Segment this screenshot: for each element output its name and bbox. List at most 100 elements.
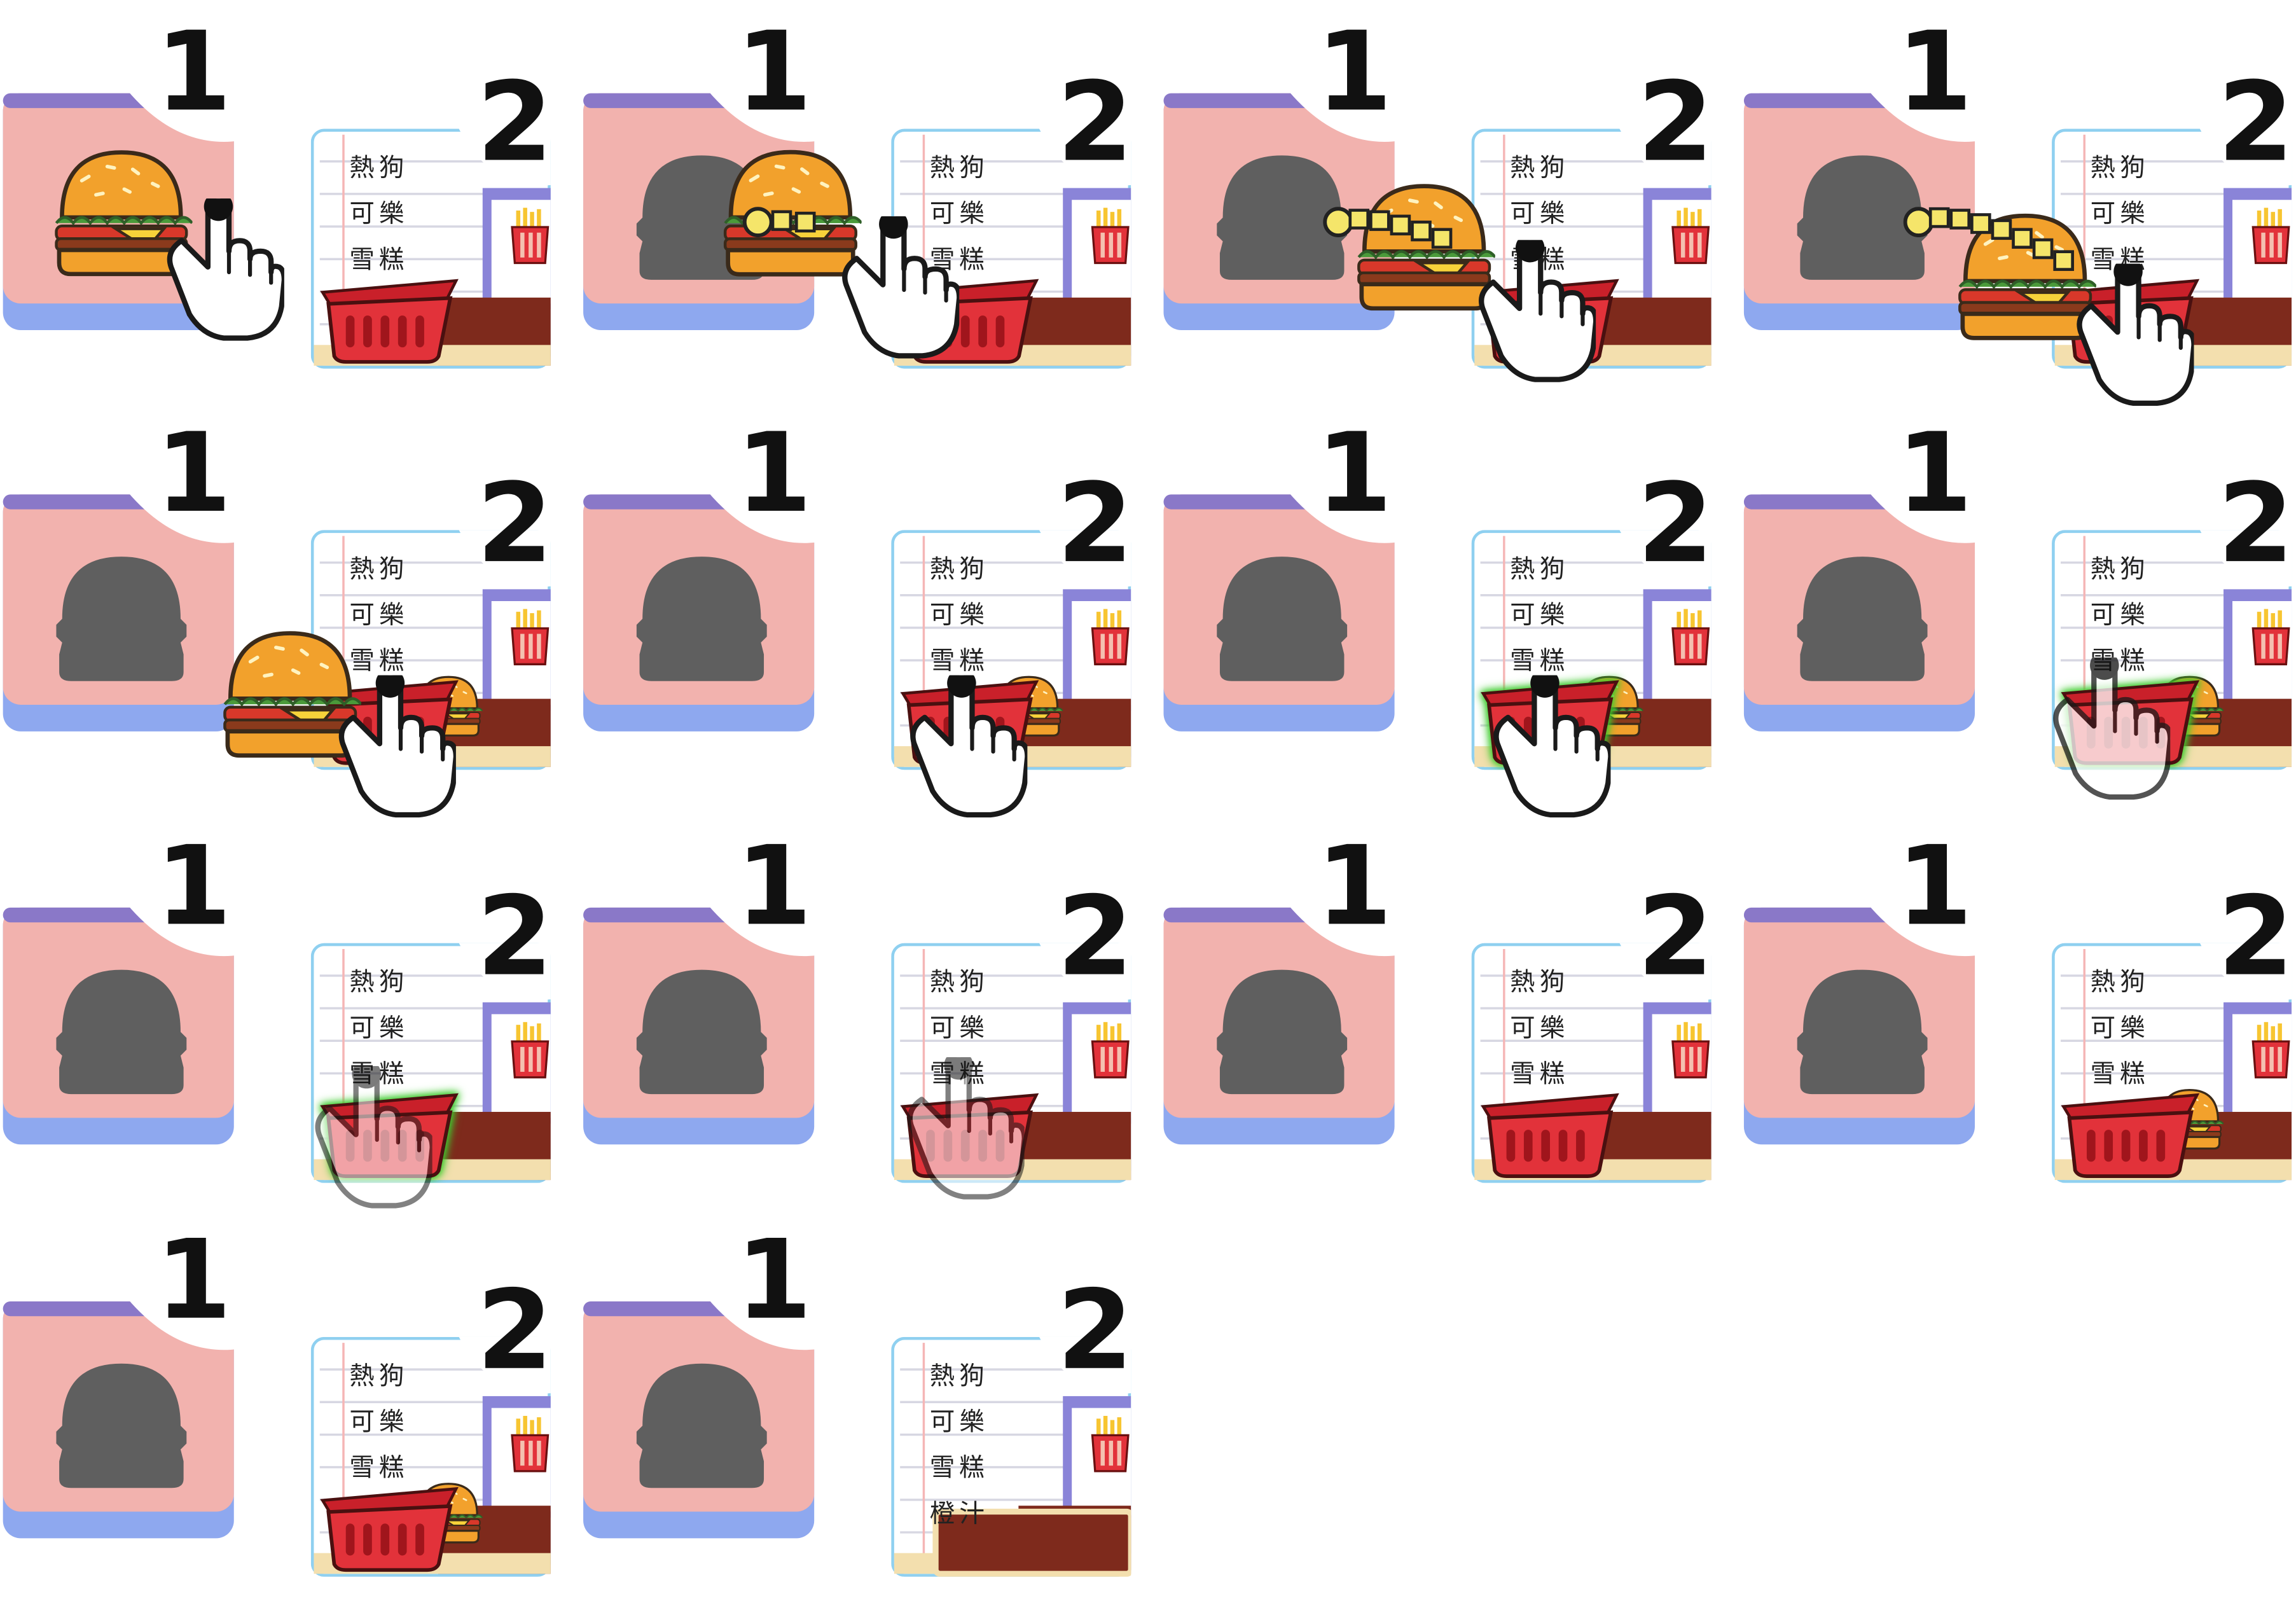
menu-item-text: 雪糕 <box>349 647 409 677</box>
card-1-panel <box>583 491 820 731</box>
gesture-overlay <box>1741 814 2296 1214</box>
card-1-panel <box>1163 491 1400 731</box>
drag-guide-dot <box>2012 228 2033 249</box>
menu-item-text: 熱狗 <box>349 968 409 998</box>
gesture-overlay <box>0 401 580 801</box>
card-2-number-label: 2 <box>1056 59 1133 187</box>
pointing-hand-icon <box>1492 675 1610 820</box>
card-1-number-label: 1 <box>735 410 812 537</box>
card-2-panel <box>1471 943 1712 1183</box>
menu-item-text: 雪糕 <box>2090 1060 2150 1090</box>
pointing-hand-icon <box>841 216 959 361</box>
card-2-number-label: 2 <box>1056 873 1133 1001</box>
pointing-hand-icon <box>314 1066 432 1211</box>
drag-guide-dot <box>1991 219 2012 240</box>
drag-guide-dot <box>1970 213 1991 234</box>
drag-start-dot <box>1323 207 1354 237</box>
menu-item-text: 雪糕 <box>929 1453 989 1484</box>
drag-guide-dot <box>2032 238 2054 260</box>
gesture-overlay <box>1323 0 1741 399</box>
menu-item-text: 可樂 <box>929 1014 989 1044</box>
menu-item-text: 熱狗 <box>349 154 409 184</box>
gesture-overlay <box>1161 401 1741 801</box>
gesture-overlay <box>1741 401 2296 801</box>
menu-item-text: 可樂 <box>1510 601 1570 631</box>
card-1-number-label: 1 <box>735 823 812 951</box>
card-1-number-label: 1 <box>1316 8 1393 137</box>
menu-item-text: 可樂 <box>929 200 989 230</box>
menu-item-text: 可樂 <box>2090 601 2150 631</box>
card-1-panel <box>1743 904 1981 1145</box>
drag-start-dot <box>1903 207 1934 237</box>
drag-start-dot <box>742 207 773 237</box>
gesture-overlay <box>0 1208 580 1607</box>
menu-item-text: 可樂 <box>349 1014 409 1044</box>
menu-item-text: 可樂 <box>929 601 989 631</box>
menu-item-text: 熱狗 <box>2090 968 2150 998</box>
menu-item-text: 可樂 <box>929 1408 989 1438</box>
gesture-overlay <box>0 814 580 1214</box>
menu-item-text: 熱狗 <box>2090 555 2150 585</box>
card-1-number-label: 1 <box>1896 823 1973 951</box>
card-1-number-label: 1 <box>155 8 232 137</box>
drag-guide-dot <box>771 210 792 232</box>
menu-item-text: 熱狗 <box>2090 154 2150 184</box>
pointing-hand-icon <box>906 1057 1024 1202</box>
menu-item-text: 雪糕 <box>349 246 409 275</box>
card-1-number-label: 1 <box>155 1217 232 1345</box>
drag-guide-dot <box>1390 214 1411 236</box>
menu-item-text: 橙汁 <box>929 1499 989 1530</box>
card-2-number-label: 2 <box>2217 59 2294 187</box>
card-2-number-label: 2 <box>1637 59 1714 187</box>
card-1-panel <box>1163 904 1400 1145</box>
card-1-number-label: 1 <box>155 410 232 537</box>
dragged-hamburger-icon[interactable] <box>1359 186 1495 308</box>
drag-guide-dot <box>1928 207 1950 228</box>
card-2-panel <box>2052 943 2292 1183</box>
card-2-panel <box>310 1336 551 1577</box>
card-2-number-label: 2 <box>476 873 553 1001</box>
gesture-overlay <box>580 401 1160 801</box>
card-2-number-label: 2 <box>1056 460 1133 588</box>
drag-guide-dot <box>1949 209 1971 230</box>
card-1-panel <box>1163 90 1400 331</box>
pointing-hand-icon <box>166 198 284 343</box>
card-1-panel <box>1743 90 1981 331</box>
card-2-number-label: 2 <box>2217 460 2294 588</box>
gesture-overlay <box>580 0 1160 399</box>
card-2-panel <box>310 128 551 369</box>
menu-item-text: 可樂 <box>2090 1014 2150 1044</box>
gesture-overlay <box>0 0 580 399</box>
card-1-number-label: 1 <box>1896 8 1973 137</box>
menu-item-text: 可樂 <box>349 1408 409 1438</box>
card-2-number-label: 2 <box>1637 873 1714 1001</box>
drag-guide-dot <box>1348 209 1370 230</box>
menu-item-text: 可樂 <box>349 601 409 631</box>
gesture-overlay <box>1161 814 1741 1214</box>
gesture-overlay <box>1903 207 2296 399</box>
card-1-panel <box>3 1298 240 1539</box>
drag-guide-dot <box>2053 250 2074 271</box>
card-1-number-label: 1 <box>735 8 812 137</box>
gesture-overlay <box>580 1208 1160 1607</box>
menu-item-text: 熱狗 <box>929 1362 989 1392</box>
menu-item-text: 熱狗 <box>349 1362 409 1392</box>
menu-item-text: 雪糕 <box>1510 1060 1570 1090</box>
pointing-hand-icon <box>1477 240 1596 385</box>
card-2-panel <box>2052 128 2292 369</box>
pointing-hand-icon <box>338 675 456 820</box>
menu-item-text: 熱狗 <box>929 555 989 585</box>
